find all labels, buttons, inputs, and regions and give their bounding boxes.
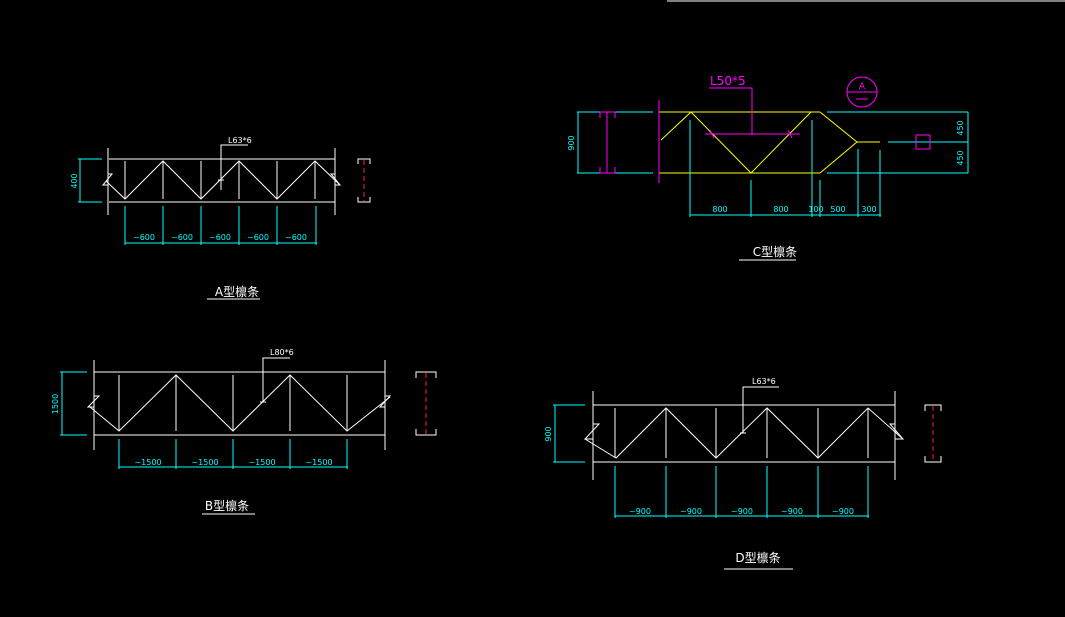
member-label: L80*6 [270, 348, 294, 357]
spacing-dimension: 500 [830, 205, 845, 214]
chord-extensions [577, 111, 968, 174]
spacing-dimension: ~900 [781, 507, 803, 516]
purlin-d-drawing: L63*6 900 ~900 ~900 ~900 ~900 ~900 D型檩条 [544, 377, 942, 570]
section-mark: A [859, 82, 866, 92]
dimensions-b [60, 371, 348, 469]
truss-b [86, 357, 392, 450]
right-dimension: 450 [956, 150, 965, 165]
purlin-c-drawing: L50*5 A 900 450 450 800 800 100 500 300 … [567, 74, 969, 261]
spacing-dimension: ~1500 [191, 458, 218, 467]
height-dimension: 1500 [51, 394, 60, 414]
dimensions-c [577, 112, 969, 217]
member-label: L50*5 [710, 74, 746, 88]
drawing-title: A型檩条 [215, 284, 259, 299]
spacing-dimension: ~600 [285, 233, 307, 242]
spacing-dimension: 100 [808, 205, 823, 214]
truss-c [659, 111, 880, 174]
purlin-a-drawing: L63*6 400 ~600 ~600 ~600 ~600 ~600 A型檩条 [70, 136, 371, 300]
right-dimension: 450 [956, 120, 965, 135]
spacing-dimension: ~900 [832, 507, 854, 516]
spacing-dimension: ~900 [629, 507, 651, 516]
dimensions-a [78, 158, 317, 245]
drawing-title: D型檩条 [735, 550, 780, 565]
purlin-b-drawing: L80*6 1500 ~1500 ~1500 ~1500 ~1500 B型檩条 [51, 348, 437, 515]
spacing-dimension: ~1500 [248, 458, 275, 467]
annotations-c [599, 76, 931, 183]
spacing-dimension: 800 [773, 205, 788, 214]
member-label: L63*6 [228, 136, 252, 145]
spacing-dimension: ~1500 [305, 458, 332, 467]
spacing-dimension: ~600 [209, 233, 231, 242]
truss-d [583, 386, 905, 480]
drawing-title: C型檩条 [753, 244, 797, 259]
spacing-dimension: 800 [712, 205, 727, 214]
spacing-dimension: ~1500 [134, 458, 161, 467]
member-label: L63*6 [752, 377, 776, 386]
spacing-dimension: ~600 [171, 233, 193, 242]
spacing-dimension: ~900 [731, 507, 753, 516]
section-icon [415, 371, 437, 436]
section-icon [924, 404, 942, 463]
height-dimension: 900 [544, 426, 553, 441]
section-icon [357, 158, 371, 203]
drawing-title: B型檩条 [205, 498, 249, 513]
height-dimension: 400 [70, 173, 79, 188]
height-dimension: 900 [567, 135, 576, 150]
spacing-dimension: ~900 [680, 507, 702, 516]
spacing-dimension: ~600 [133, 233, 155, 242]
truss-a [101, 144, 342, 215]
spacing-dimension: ~600 [247, 233, 269, 242]
spacing-dimension: 300 [861, 205, 876, 214]
dimensions-d [553, 404, 869, 518]
